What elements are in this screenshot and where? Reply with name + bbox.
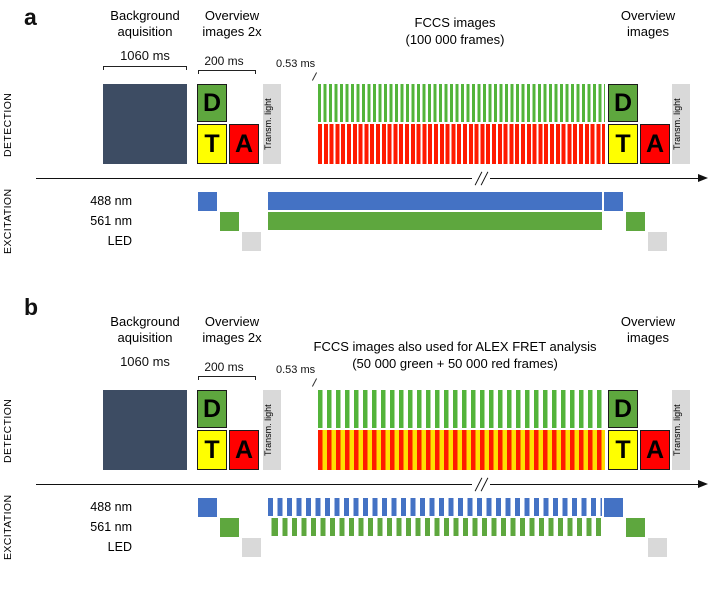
overview-488-pulse-right bbox=[604, 192, 623, 211]
detector-d-box-right: D bbox=[608, 84, 638, 122]
caption-line: Overview bbox=[204, 314, 260, 329]
panel-label: b bbox=[24, 294, 39, 320]
excitation-row-label-488: 488 nm bbox=[90, 500, 132, 514]
caption-line: images 2x bbox=[202, 330, 262, 345]
frame-time-tick-icon bbox=[311, 72, 318, 81]
overview-duration-bracket bbox=[198, 70, 256, 74]
caption-line: Background bbox=[110, 8, 180, 23]
background-caption: Background aquisition bbox=[96, 8, 194, 40]
time-axis-arrowhead-icon bbox=[698, 480, 708, 488]
frame-time-label: 0.53 ms bbox=[276, 364, 316, 376]
caption-line: FCCS images bbox=[414, 15, 496, 30]
overview-561-pulse-right bbox=[626, 518, 645, 537]
overview-led-pulse-right bbox=[648, 232, 667, 251]
excitation-row-label-led: LED bbox=[107, 540, 132, 554]
panel-b: b DETECTION EXCITATION Background aquisi… bbox=[0, 296, 720, 598]
frame-time-label: 0.53 ms bbox=[276, 58, 316, 70]
caption-line: (50 000 green + 50 000 red frames) bbox=[352, 356, 558, 371]
overview-right-caption: Overview images bbox=[600, 314, 696, 346]
overview-561-pulse-left bbox=[220, 212, 239, 231]
detection-axis-label: DETECTION bbox=[2, 398, 14, 464]
fccs-caption: FCCS images also used for ALEX FRET anal… bbox=[288, 338, 622, 372]
detector-d-box-left: D bbox=[197, 84, 227, 122]
caption-line: (100 000 frames) bbox=[405, 32, 505, 47]
panel-a: a DETECTION EXCITATION Background aquisi… bbox=[0, 6, 720, 294]
excitation-488-alternating-bar bbox=[268, 498, 602, 516]
transmitted-light-box-left: Transm. light bbox=[263, 84, 281, 164]
excitation-row-label-488: 488 nm bbox=[90, 194, 132, 208]
background-duration: 1060 ms bbox=[120, 48, 170, 63]
overview-led-pulse-left bbox=[242, 232, 261, 251]
caption-line: Overview bbox=[620, 8, 676, 23]
time-axis bbox=[36, 178, 700, 179]
background-caption: Background aquisition bbox=[96, 314, 194, 346]
detector-a-box-right: A bbox=[640, 124, 670, 164]
overview-561-pulse-left bbox=[220, 518, 239, 537]
detector-a-box-right: A bbox=[640, 430, 670, 470]
caption-line: images bbox=[627, 330, 669, 345]
caption-line: images 2x bbox=[202, 24, 262, 39]
time-axis-arrowhead-icon bbox=[698, 174, 708, 182]
detector-t-box-right: T bbox=[608, 124, 638, 164]
caption-line: aquisition bbox=[117, 330, 173, 345]
time-axis-break-icon bbox=[472, 477, 490, 492]
detector-t-box-left: T bbox=[197, 430, 227, 470]
time-axis bbox=[36, 484, 700, 485]
overview-488-pulse-left bbox=[198, 498, 217, 517]
fccs-green-frame-train bbox=[318, 84, 605, 122]
overview-488-pulse-left bbox=[198, 192, 217, 211]
detector-a-box-left: A bbox=[229, 430, 259, 470]
fccs-red-frame-train bbox=[318, 124, 605, 164]
overview-led-pulse-left bbox=[242, 538, 261, 557]
caption-line: FCCS images also used for ALEX FRET anal… bbox=[313, 339, 597, 354]
background-acquisition-block bbox=[103, 84, 187, 164]
excitation-row-label-561: 561 nm bbox=[90, 520, 132, 534]
caption-line: Overview bbox=[620, 314, 676, 329]
overview-duration-bracket bbox=[198, 376, 256, 380]
overview-right-caption: Overview images bbox=[600, 8, 696, 40]
caption-line: images bbox=[627, 24, 669, 39]
background-duration-bracket bbox=[103, 66, 187, 70]
detector-t-box-right: T bbox=[608, 430, 638, 470]
excitation-561-alternating-bar bbox=[268, 518, 602, 536]
excitation-axis-label: EXCITATION bbox=[2, 188, 14, 254]
overview-left-caption: Overview images 2x bbox=[190, 314, 274, 346]
overview-488-pulse-right bbox=[604, 498, 623, 517]
overview-duration: 200 ms bbox=[204, 54, 244, 68]
time-axis-break-icon bbox=[472, 171, 490, 186]
transmitted-light-box-right: Transm. light bbox=[672, 84, 690, 164]
caption-line: Background bbox=[110, 314, 180, 329]
caption-line: aquisition bbox=[117, 24, 173, 39]
caption-line: Overview bbox=[204, 8, 260, 23]
excitation-561-bar bbox=[268, 212, 602, 230]
fccs-green-frame-train bbox=[318, 390, 605, 428]
background-acquisition-block bbox=[103, 390, 187, 470]
transmitted-light-box-left: Transm. light bbox=[263, 390, 281, 470]
excitation-488-bar bbox=[268, 192, 602, 210]
fccs-caption: FCCS images (100 000 frames) bbox=[288, 14, 622, 48]
excitation-row-label-led: LED bbox=[107, 234, 132, 248]
background-duration: 1060 ms bbox=[120, 354, 170, 369]
overview-led-pulse-right bbox=[648, 538, 667, 557]
detector-d-box-right: D bbox=[608, 390, 638, 428]
detector-a-box-left: A bbox=[229, 124, 259, 164]
transmitted-light-box-right: Transm. light bbox=[672, 390, 690, 470]
panel-label: a bbox=[24, 4, 37, 30]
fccs-alex-red-yellow-frame-train bbox=[318, 430, 605, 470]
frame-time-tick-icon bbox=[311, 378, 318, 387]
excitation-axis-label: EXCITATION bbox=[2, 494, 14, 560]
excitation-row-label-561: 561 nm bbox=[90, 214, 132, 228]
detector-d-box-left: D bbox=[197, 390, 227, 428]
detection-axis-label: DETECTION bbox=[2, 92, 14, 158]
overview-561-pulse-right bbox=[626, 212, 645, 231]
overview-left-caption: Overview images 2x bbox=[190, 8, 274, 40]
overview-duration: 200 ms bbox=[204, 360, 244, 374]
detector-t-box-left: T bbox=[197, 124, 227, 164]
